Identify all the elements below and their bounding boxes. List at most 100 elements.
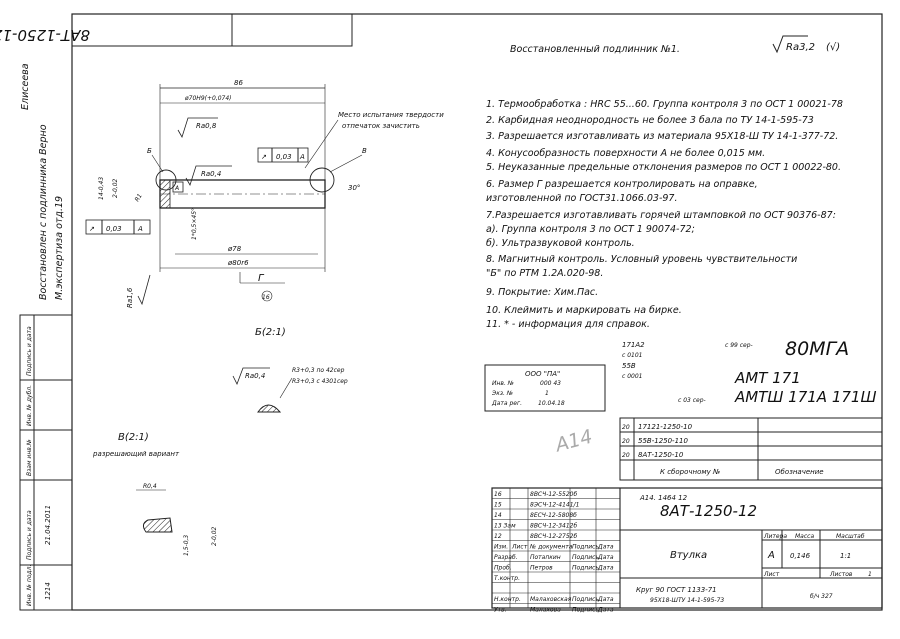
stamp-date-value: 10.04.18 — [538, 400, 565, 407]
tb-role-role: Т.контр. — [494, 575, 520, 582]
change-row-num: 14 — [494, 512, 502, 519]
tb-role-date: Дата — [597, 607, 614, 614]
tb-role-role: Н.контр. — [494, 596, 521, 603]
hardness-note-2: отпечаток зачистить — [342, 122, 420, 130]
detail-view-b: Б(2:1) Ra0,4 R3+0,3 по 42сер R3+0,3 с 43… — [232, 327, 348, 413]
svg-text:↗: ↗ — [261, 153, 267, 161]
note-line: 4. Конусообразность поверхности А не бол… — [486, 148, 765, 159]
tb-scale-label: Масштаб — [836, 533, 865, 540]
view-b-title: Б(2:1) — [255, 327, 286, 338]
asm-col1-label: К сборочному № — [660, 468, 720, 476]
mark-16: 16 — [262, 294, 270, 301]
asm-row2-code: 55В-1250-110 — [638, 437, 688, 445]
app-amt: АМТ 171 — [734, 369, 801, 387]
rotated-title-box: 8АТ-1250-12 — [0, 13, 353, 47]
tb-role-role: Проб. — [494, 565, 512, 572]
change-row-num: 15 — [494, 502, 502, 509]
note-line: 3. Разрешается изготавливать из материал… — [486, 131, 838, 142]
view-v-sub: разрешающий вариант — [92, 450, 180, 458]
label-v: В — [362, 147, 367, 155]
tb-sheets: 1 — [868, 571, 872, 578]
assembly-table: 20 17121-1250-10 20 55В-1250-110 20 8АТ-… — [619, 417, 883, 481]
label-b: Б — [147, 147, 152, 155]
left-margin-expert: М.экспертиза отд.19 — [54, 196, 65, 300]
tb-header-col: № документа — [529, 544, 573, 551]
view-b-r1: R3+0,3 по 42сер — [292, 367, 345, 374]
note-line: 1. Термообработка : HRC 55...60. Группа … — [486, 99, 843, 110]
strip-label-3: Взам инв.№ — [26, 439, 33, 476]
note-line: 6. Размер Г разрешается контролировать н… — [486, 179, 758, 190]
tolerance-a2: 0,03 — [106, 225, 122, 233]
note-line: 11. * - информация для справок. — [486, 319, 650, 330]
asm-col2-label: Обозначение — [775, 468, 824, 476]
tb-role-role: Разраб. — [494, 554, 518, 561]
datum-a-ref2: A — [137, 225, 143, 233]
rotated-title: 8АТ-1250-12 — [0, 26, 90, 44]
change-row-doc: 8ВСЧ-12-5520б — [530, 491, 577, 498]
app-a2: с 0101 — [622, 352, 642, 359]
dim-14: 14-0,43 — [98, 177, 105, 200]
tb-designation: 8АТ-1250-12 — [660, 502, 757, 520]
strip-date-value: 21.04.2011 — [44, 505, 52, 545]
tb-scale: 1:1 — [840, 552, 851, 560]
applicability-block: 171А2 с 0101 55В с 0001 с 99 сер- 80МГА … — [622, 338, 877, 406]
detail-view-v: В(2:1) разрешающий вариант R0,4 1,5-0,3 … — [92, 432, 218, 556]
stamp-big: А14 — [551, 426, 595, 457]
angle-30: 30° — [348, 184, 360, 192]
tb-role-role: Утв. — [494, 607, 507, 614]
asm-row1-num: 20 — [622, 424, 630, 431]
left-margin-restored: Восстановлен с подлинника Верно — [38, 124, 49, 300]
asm-row2-num: 20 — [622, 438, 630, 445]
tb-role-sign: Подпись — [572, 554, 599, 561]
tb-header-col: Дата — [597, 544, 614, 551]
change-row-doc: 8ВСЧ-12-2752б — [530, 533, 577, 540]
registration-stamp: ООО "ПА" Инв. № 000 43 Экз. № 1 Дата рег… — [484, 364, 606, 457]
note-line: 5. Неуказанные предельные отклонения раз… — [486, 162, 841, 173]
asm-row3-num: 20 — [622, 452, 630, 459]
app-a1: 171А2 — [622, 341, 645, 349]
app-mga: 80МГА — [785, 338, 849, 360]
asm-row1-code: 17121-1250-10 — [638, 423, 693, 431]
strip-label-1: Инв. № подл. — [26, 565, 33, 606]
stamp-org: ООО "ПА" — [525, 370, 560, 378]
general-roughness-bracket: (√) — [826, 42, 840, 53]
tb-role-name: Потапкин — [530, 554, 561, 561]
tb-mass: 0,146 — [790, 552, 811, 560]
label-g: Г — [258, 273, 265, 284]
app-c99: с 99 сер- — [725, 342, 753, 349]
rough-08: Ra0,8 — [196, 122, 217, 130]
app-amtsh: АМТШ 171А 171Ш — [734, 388, 877, 406]
note-line: 10. Клеймить и маркировать на бирке. — [486, 305, 682, 316]
stamp-inv-label: Инв. № — [492, 380, 514, 387]
note-line: 9. Покрытие: Хим.Пас. — [486, 287, 598, 298]
stamp-copy-value: 1 — [545, 390, 549, 397]
strip-label-4: Инв. № дубл. — [26, 385, 33, 426]
tb-role-date: Дата — [597, 565, 614, 572]
tb-header-col: Подпись — [572, 544, 599, 551]
app-c03: с 03 сер- — [678, 397, 706, 404]
view-v-d2: 2-0,02 — [211, 526, 218, 546]
note-line: 7.Разрешается изготавливать горячей штам… — [486, 210, 836, 221]
technical-notes: 1. Термообработка : HRC 55...60. Группа … — [486, 99, 843, 330]
strip-label-5: Подпись и дата — [26, 326, 33, 376]
tb-part-name: Втулка — [670, 550, 707, 561]
tb-sheet-label: Лист — [763, 571, 780, 578]
strip-label-2: Подпись и дата — [26, 510, 33, 560]
change-row-num: 16 — [494, 491, 502, 498]
change-row-doc: 8ЕСЧ-12-5808б — [530, 512, 577, 519]
hardness-note-1: Место испытания твердости — [338, 111, 444, 119]
tb-role-sign: Подпись — [572, 596, 599, 603]
view-v-d1: 1,5-0,3 — [183, 535, 190, 556]
change-row-doc: 8ЭСЧ-12-4141/1 — [530, 502, 579, 509]
view-v-r: R0,4 — [143, 483, 157, 490]
tb-archive: А14. 1464 12 — [639, 494, 688, 502]
tb-role-date: Дата — [597, 554, 614, 561]
dim-70: ø70Н9(+0,074) — [184, 95, 232, 102]
note-line: а). Группа контроля 3 по ОСТ 1 90074-72; — [486, 224, 695, 235]
stamp-date-label: Дата рег. — [491, 400, 522, 407]
left-margin-signature: Елисеева — [20, 63, 31, 110]
tb-material-1: Круг 90 ГОСТ 1133-71 — [636, 586, 717, 594]
tb-role-name: Петров — [530, 565, 553, 572]
